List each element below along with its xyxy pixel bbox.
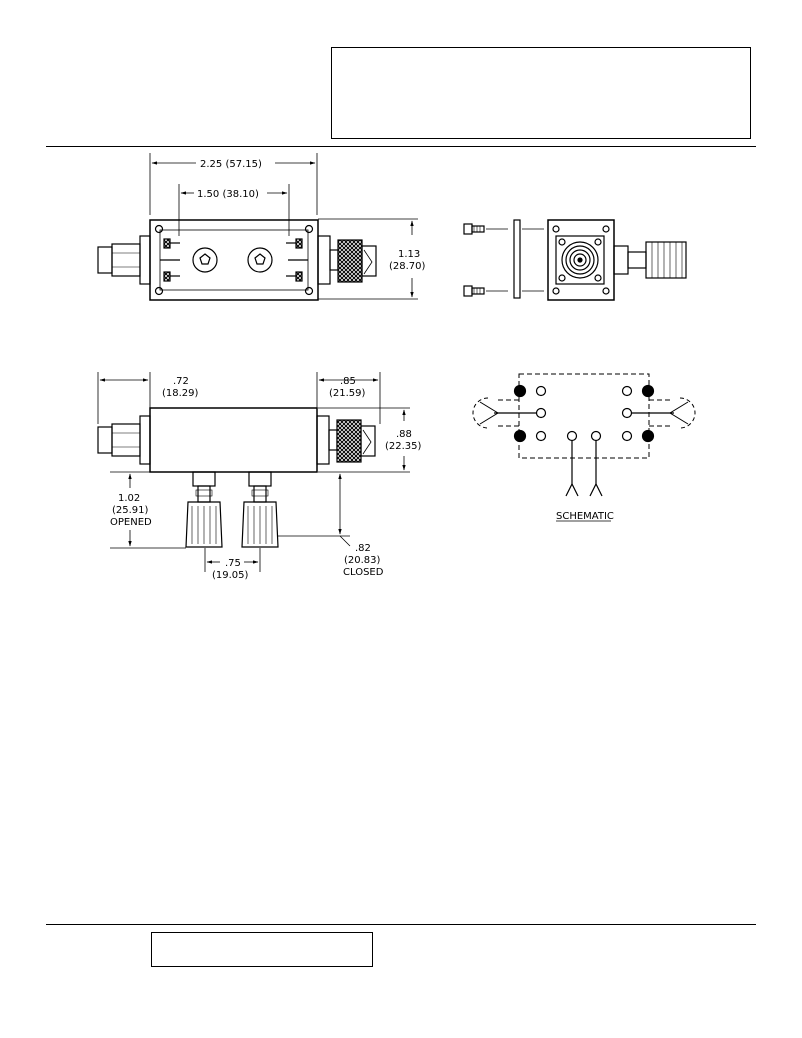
dim-overall-length: 2.25 (57.15) — [200, 159, 262, 170]
header-rule — [46, 146, 756, 147]
top-view — [97, 153, 418, 301]
part-number-box — [151, 932, 373, 967]
schematic-title: SCHEMATIC — [556, 511, 614, 522]
dim-left-overhang-in: .72 — [173, 376, 189, 387]
dim-right-overhang-in: .85 — [340, 376, 356, 387]
title-block — [331, 47, 751, 139]
end-view — [463, 219, 687, 301]
dim-post-spacing-in: .75 — [225, 558, 241, 569]
dim-left-overhang-mm: (18.29) — [162, 388, 199, 399]
dim-depth-mm: (22.35) — [385, 441, 422, 452]
dim-post-spacing-mm: (19.05) — [212, 570, 249, 581]
dim-height-mm: (28.70) — [389, 261, 426, 272]
dim-closed-label: CLOSED — [343, 567, 384, 578]
front-view — [97, 372, 410, 572]
dim-opened-mm: (25.91) — [112, 505, 149, 516]
dim-mount-spacing: 1.50 (38.10) — [197, 189, 259, 200]
schematic-diagram — [472, 373, 696, 522]
dim-height-in: 1.13 — [398, 249, 420, 260]
dim-right-overhang-mm: (21.59) — [329, 388, 366, 399]
dim-closed-mm: (20.83) — [344, 555, 381, 566]
footer-rule — [46, 924, 756, 925]
dim-opened-in: 1.02 — [118, 493, 140, 504]
dim-opened-label: OPENED — [110, 517, 152, 528]
dim-closed-in: .82 — [355, 543, 371, 554]
dim-depth-in: .88 — [396, 429, 412, 440]
